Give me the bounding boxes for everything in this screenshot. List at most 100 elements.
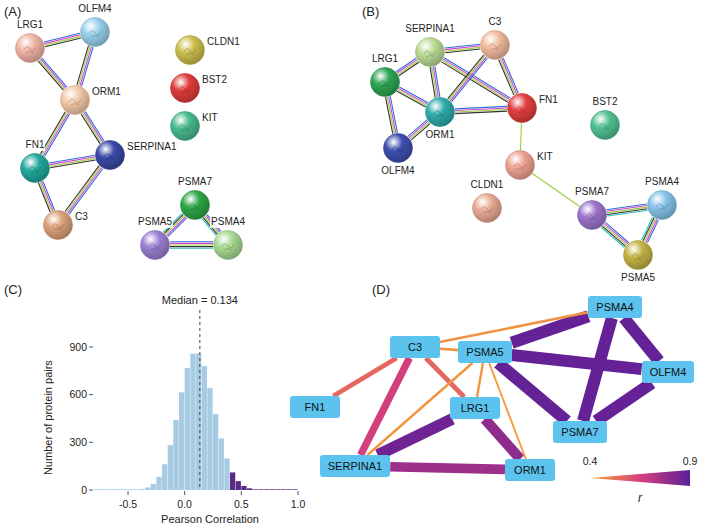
correlation-line [440,349,458,350]
protein-name: CLDN1 [206,36,241,48]
evidence-line [50,158,95,166]
histogram-bar [258,489,263,491]
sphere-icon [95,140,125,170]
interaction-line [65,166,103,215]
interaction-line [397,87,428,107]
protein-name: FN1 [305,401,326,413]
evidence-line [43,113,68,155]
protein-sphere: FN1 [507,93,537,123]
protein-sphere: KIT [505,150,535,180]
histogram-bar [190,354,195,490]
evidence-line [430,67,435,97]
histogram-bar [117,489,122,491]
sphere-icon [623,240,653,270]
interaction-line [606,204,647,216]
histogram-bar [134,489,139,491]
evidence-line [396,58,416,71]
protein-name: C3 [488,16,503,28]
evidence-line [66,167,100,213]
correlation-stroke [440,312,588,342]
sphere-icon [505,150,535,180]
protein-name: SERPINA1 [404,23,455,35]
histogram-bar [213,414,218,490]
protein-box: LRG1 [450,397,500,419]
histogram-bar [281,489,286,491]
protein-name: C3 [74,211,89,223]
sphere-icon [140,230,170,260]
interaction-line [49,155,95,168]
sphere-icon [43,210,73,240]
evidence-line [604,224,627,244]
protein-name: LRG1 [371,53,399,65]
protein-sphere: PSMA4 [647,190,677,220]
evidence-line [450,57,486,101]
sphere-icon [175,35,205,65]
evidence-line [500,59,515,94]
sphere-icon [80,17,110,47]
sphere-icon [20,153,50,183]
evidence-line [50,160,95,168]
sphere-icon [370,67,400,97]
evidence-line [82,113,101,143]
median-note: Median = 0.134 [162,294,238,307]
protein-name: PSMA7 [574,186,610,198]
interaction-line [430,66,440,97]
evidence-line [602,226,625,246]
evidence-line [532,174,579,207]
evidence-line [38,183,50,212]
evidence-line [449,56,485,100]
correlation-stroke [512,355,642,369]
histogram-bar [151,484,156,490]
protein-name: KIT [536,151,554,163]
histogram-bar [270,489,275,491]
evidence-line [65,166,99,212]
interaction-line [445,44,481,53]
evidence-line [40,182,52,211]
axis-tick [89,490,93,491]
evidence-line [38,61,63,90]
evidence-line [43,181,55,210]
evidence-line [386,97,393,134]
histogram-bar [185,368,190,490]
histogram-bar [156,477,161,490]
evidence-line [443,59,509,99]
interaction-line [520,123,522,150]
sphere-icon [383,133,413,163]
protein-name: PSMA7 [177,176,213,188]
correlation-stroke [390,467,505,470]
axis-tick [89,394,93,395]
evidence-line [68,168,102,214]
sphere-icon [60,85,90,115]
protein-name: BST2 [591,96,618,108]
protein-sphere: PSMA4 [213,230,243,260]
correlation-stroke [596,383,652,421]
axis-tick-label: -0.5 [119,498,137,511]
evidence-line [502,58,517,93]
correlation-stroke [477,363,483,397]
protein-sphere: PSMA7 [180,190,210,220]
correlation-line [485,419,520,459]
histogram-bars [94,353,298,490]
interaction-line [448,55,488,102]
histogram-bar [202,366,207,490]
evidence-line [170,241,213,242]
evidence-line [607,210,647,216]
evidence-line [455,111,507,114]
correlation-line [333,358,396,396]
interaction-line [396,58,419,75]
protein-name: LRG1 [461,402,490,414]
protein-sphere: BST2 [170,73,200,103]
sphere-icon [170,111,200,141]
evidence-line [45,36,81,45]
histogram-bar [122,489,127,491]
interaction-line [499,58,519,95]
sphere-icon [180,190,210,220]
evidence-line [520,123,522,150]
protein-name: PSMA4 [644,176,680,188]
protein-name: FN1 [538,94,559,106]
protein-name: BST2 [201,74,228,86]
interaction-line [44,33,81,46]
protein-sphere: CLDN1 [472,193,502,223]
axis-tick [241,491,242,495]
histogram-bar [168,445,173,490]
